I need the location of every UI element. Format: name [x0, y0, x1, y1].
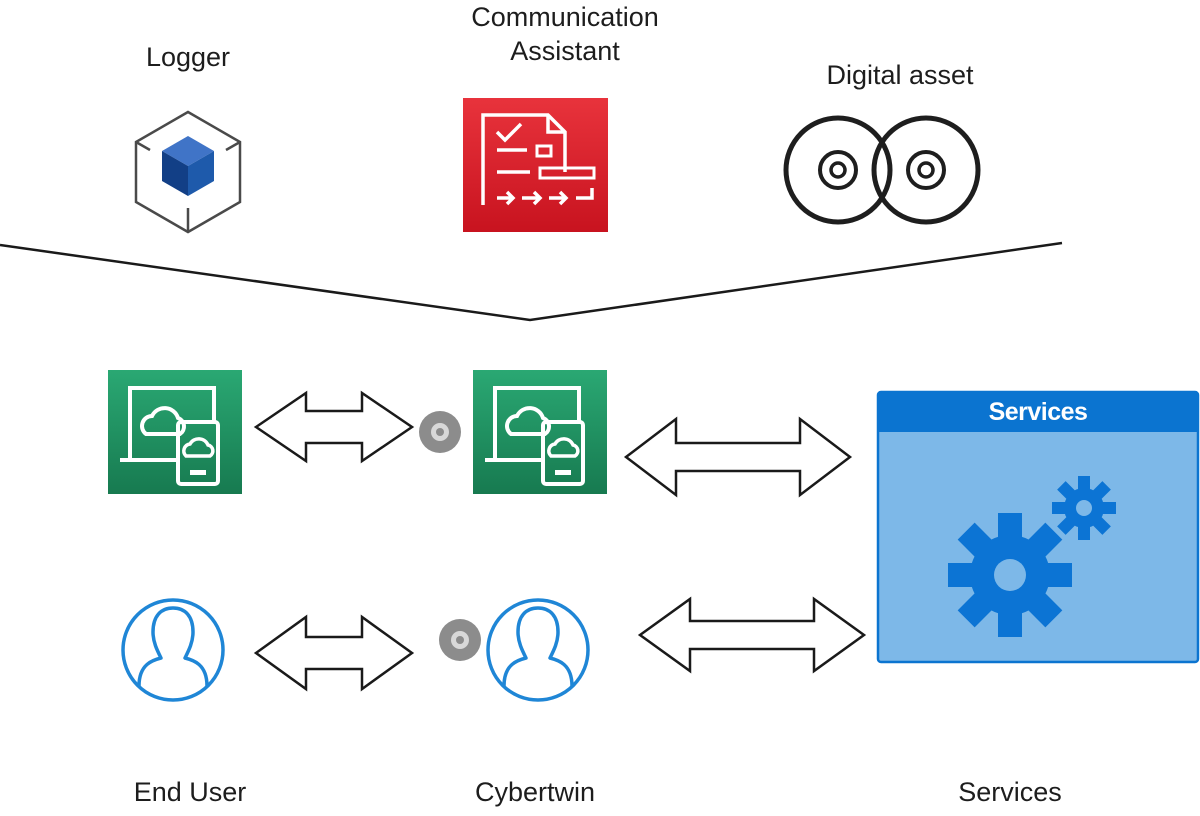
- cloud-devices-icon: [106, 368, 244, 496]
- disc-connector-icon: [419, 411, 461, 453]
- checklist-document-icon: [463, 98, 608, 232]
- services-panel-title: Services: [988, 398, 1088, 426]
- gears-icon: [948, 476, 1116, 637]
- user-avatar-icon: [486, 598, 590, 702]
- digital-asset-label: Digital asset: [826, 60, 974, 90]
- double-arrow: [637, 596, 867, 674]
- cube-box-icon: [134, 110, 242, 234]
- funnel-line: [0, 241, 1063, 322]
- twin-disc-icon: [783, 115, 981, 225]
- communication-assistant-label-line1: Communication: [471, 2, 659, 32]
- communication-assistant-label: Communication Assistant: [420, 0, 710, 68]
- logger-label: Logger: [145, 42, 231, 72]
- end-user-label: End User: [133, 777, 247, 807]
- disc-connector-icon: [439, 619, 481, 661]
- double-arrow: [253, 614, 415, 692]
- user-avatar-icon: [121, 598, 225, 702]
- communication-assistant-label-line2: Assistant: [510, 36, 620, 66]
- cybertwin-label: Cybertwin: [474, 777, 596, 807]
- services-panel: [876, 390, 1200, 664]
- cloud-devices-icon: [471, 368, 609, 496]
- services-label: Services: [958, 777, 1062, 807]
- double-arrow: [253, 390, 415, 464]
- double-arrow: [623, 416, 853, 498]
